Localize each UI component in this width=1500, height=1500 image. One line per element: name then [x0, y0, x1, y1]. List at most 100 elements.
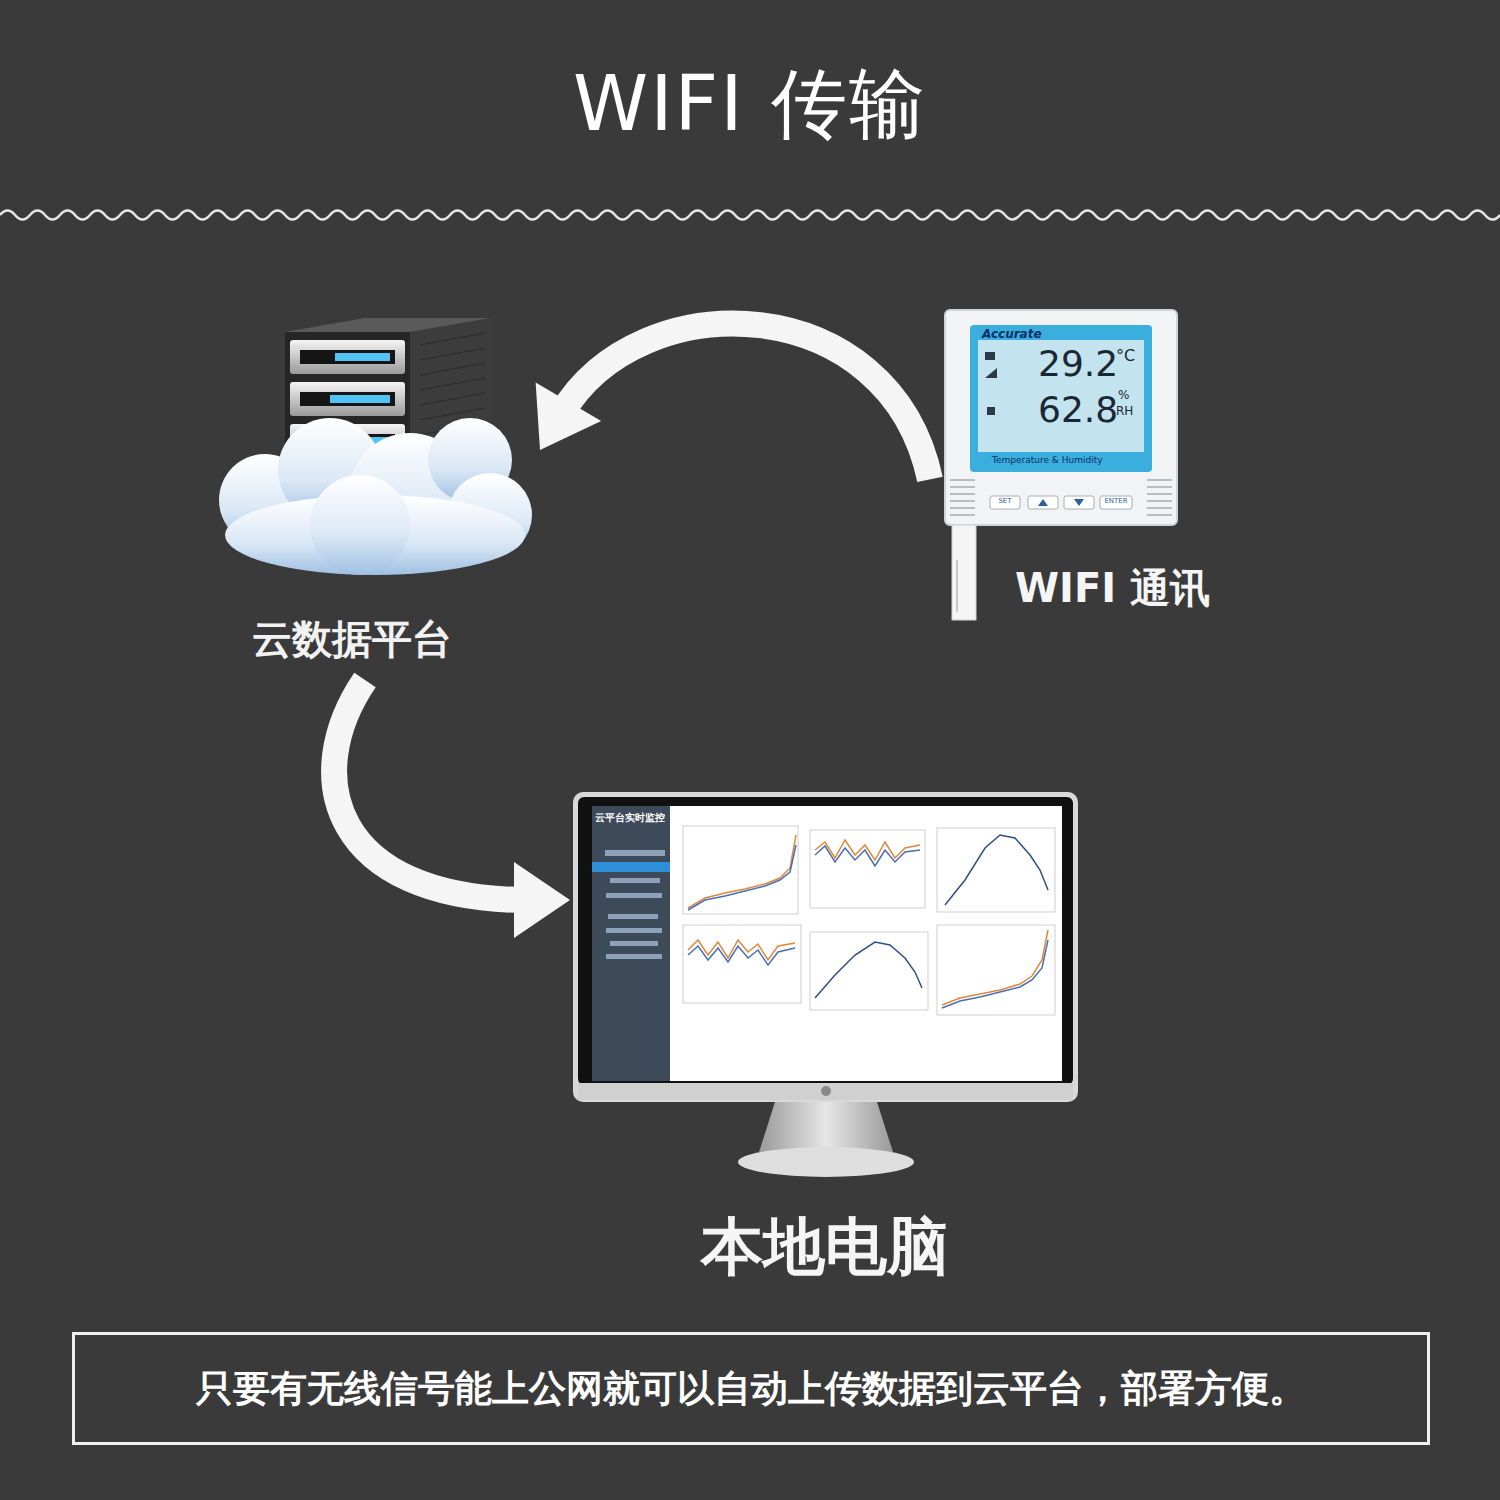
monitor-part-part: [815, 840, 920, 860]
sensor-device-part-part: [1147, 500, 1172, 502]
wave-divider: [0, 211, 1500, 220]
sensor-device-part-part: [950, 479, 975, 481]
sensor-device-part: [1028, 496, 1058, 509]
node-label: 本地电脑: [570, 1211, 1080, 1282]
cloud-platform-node: 云数据平台: [190, 315, 540, 680]
sensor-device-part: [950, 480, 1172, 515]
server-icon-part-part: [420, 363, 485, 375]
caption-box: 只要有无线信号能上公网就可以自动上传数据到云平台，部署方便。: [72, 1332, 1430, 1445]
sensor-device-part-part: [950, 500, 975, 502]
monitor-part-part: [605, 850, 665, 856]
brand-name: Accurate: [982, 328, 1042, 341]
server-icon-part-part: [300, 350, 395, 364]
monitor-part: [578, 1083, 1073, 1100]
unit-label: RH: [1116, 405, 1133, 418]
button-label: SET: [990, 498, 1020, 506]
sensor-device-part-part: [950, 514, 975, 516]
monitor-part-part: [610, 941, 658, 946]
cloud-icon: [219, 418, 532, 575]
sensor-device-part-part: [950, 507, 975, 509]
arrow-head: [514, 862, 570, 938]
sensor-device-part: [956, 560, 958, 612]
sensor-device-part: [985, 368, 997, 378]
sensor-device-part: [952, 525, 976, 620]
monitor: [573, 792, 1078, 1177]
monitor-part-part: [610, 878, 660, 883]
monitor-part-part: [688, 845, 796, 910]
sensor-device-part: [970, 325, 1152, 472]
monitor-part: [592, 850, 670, 959]
sensor-device-part: [987, 407, 995, 415]
monitor-part-part: [683, 826, 798, 914]
device-subtitle: Temperature & Humidity: [992, 456, 1103, 466]
sensor-device-part: [990, 496, 1020, 509]
monitor-part-part: [810, 830, 925, 908]
title: WIFI 传输: [0, 62, 1500, 146]
sensor-device-part-part: [1147, 507, 1172, 509]
monitor-part: [683, 826, 1055, 1015]
arrow-head: [536, 383, 602, 451]
monitor-part-part: [810, 932, 928, 1010]
monitor-part: [759, 1102, 893, 1152]
monitor-part-part: [937, 828, 1055, 912]
monitor-part-part: [815, 846, 920, 866]
server-icon-part-part: [420, 408, 485, 420]
temperature-reading: 29.2: [1038, 344, 1118, 384]
sensor-device-part-part: [1147, 486, 1172, 488]
monitor-part-part: [945, 835, 1048, 905]
server-icon-part-part: [420, 378, 485, 390]
sensor-device-part: [945, 310, 1177, 525]
monitor-part: [738, 1147, 914, 1177]
server-icon-part-part: [335, 353, 390, 361]
monitor-part-part: [606, 954, 662, 959]
cloud-icon-part: [310, 475, 410, 575]
monitor-part: [592, 806, 670, 1081]
sensor-device-part: [1100, 496, 1132, 509]
monitor-part-part: [942, 940, 1048, 1008]
arrow-shaft: [334, 680, 528, 900]
monitor-part-part: [606, 893, 662, 898]
sensor-device-part: [1074, 499, 1084, 506]
server-icon-part-part: [330, 395, 390, 403]
node-label: 云数据平台: [190, 616, 540, 662]
monitor-part: [578, 797, 1073, 1085]
monitor-part: [688, 835, 1048, 1008]
curved-arrow: [334, 680, 570, 938]
sensor-device-part-part: [1147, 479, 1172, 481]
sensor-device-part-part: [1147, 514, 1172, 516]
monitor-part-part: [683, 925, 801, 1003]
monitor-part-part: [608, 914, 658, 919]
sensor-device-part-part: [950, 486, 975, 488]
monitor-part: [573, 792, 1078, 1102]
server-icon-part-part: [420, 348, 485, 360]
monitor-part-part: [592, 862, 670, 872]
monitor-part-part: [688, 946, 795, 965]
monitor-part-part: [688, 835, 796, 908]
monitor-part-part: [937, 925, 1055, 1015]
monitor-part-part: [815, 942, 922, 998]
sensor-device-part: [978, 340, 1144, 452]
local-computer-node: 本地电脑: [570, 790, 1080, 1290]
sensor-device-part: [1064, 496, 1094, 509]
monitor-part: [821, 1086, 831, 1096]
server-icon-part-part: [290, 382, 405, 416]
sensor-device-part: [985, 352, 995, 360]
sensor-device-part: [1038, 499, 1048, 506]
sensor-device-part-part: [1147, 493, 1172, 495]
server-icon-part-part: [420, 333, 485, 345]
unit-label: %: [1118, 389, 1129, 402]
sensor-device-part-part: [950, 493, 975, 495]
server-icon-part-part: [420, 393, 485, 405]
caption: 只要有无线信号能上公网就可以自动上传数据到云平台，部署方便。: [196, 1364, 1306, 1414]
monitor-part-part: [606, 928, 662, 933]
humidity-reading: 62.8: [1038, 390, 1118, 430]
sidebar-heading: 云平台实时监控: [595, 812, 665, 823]
button-label: ENTER: [1100, 498, 1132, 506]
server-icon-part-part: [290, 340, 405, 374]
arrow-shaft: [561, 324, 930, 480]
node-label: WIFI 通讯: [1015, 565, 1235, 611]
monitor-part: [592, 806, 1062, 1081]
curved-arrow: [536, 324, 930, 480]
unit-label: °C: [1116, 347, 1135, 365]
